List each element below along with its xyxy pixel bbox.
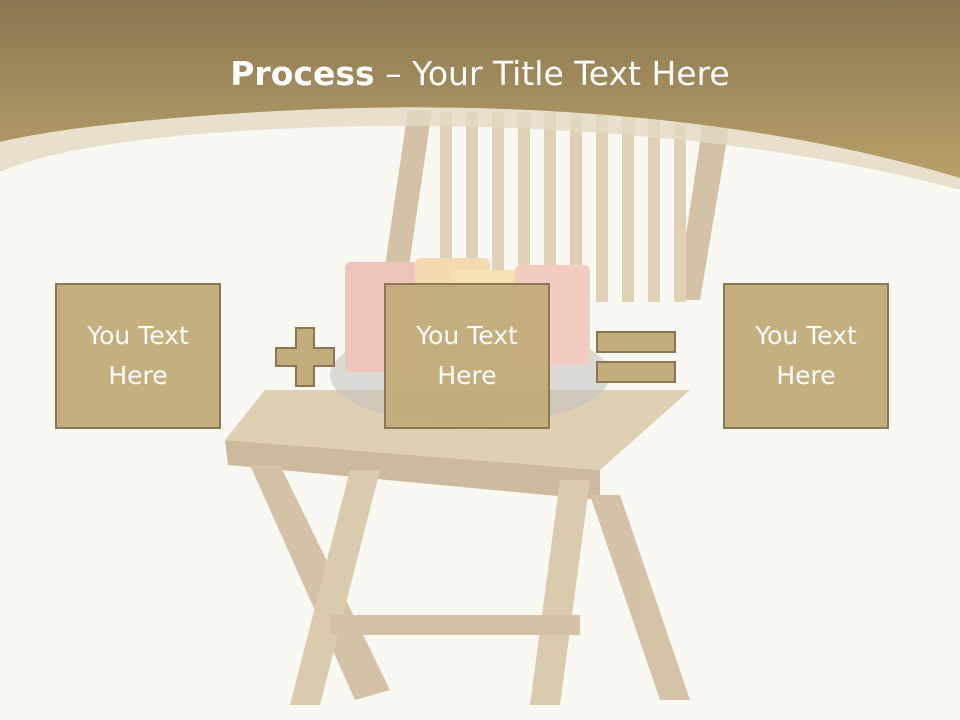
process-box-1-text: You Text Here	[87, 321, 189, 390]
plus-icon	[275, 327, 335, 387]
header-swoosh	[0, 107, 960, 190]
process-box-2[interactable]: You Text Here	[384, 283, 550, 429]
title-bold: Process	[230, 54, 375, 93]
slide-title: Process – Your Title Text Here	[0, 52, 960, 96]
process-box-3-text: You Text Here	[755, 321, 857, 390]
header-band	[0, 0, 960, 178]
equals-icon	[596, 331, 676, 383]
process-box-2-text: You Text Here	[416, 321, 518, 390]
title-rest: – Your Title Text Here	[374, 54, 730, 93]
process-box-1[interactable]: You Text Here	[55, 283, 221, 429]
process-box-3[interactable]: You Text Here	[723, 283, 889, 429]
